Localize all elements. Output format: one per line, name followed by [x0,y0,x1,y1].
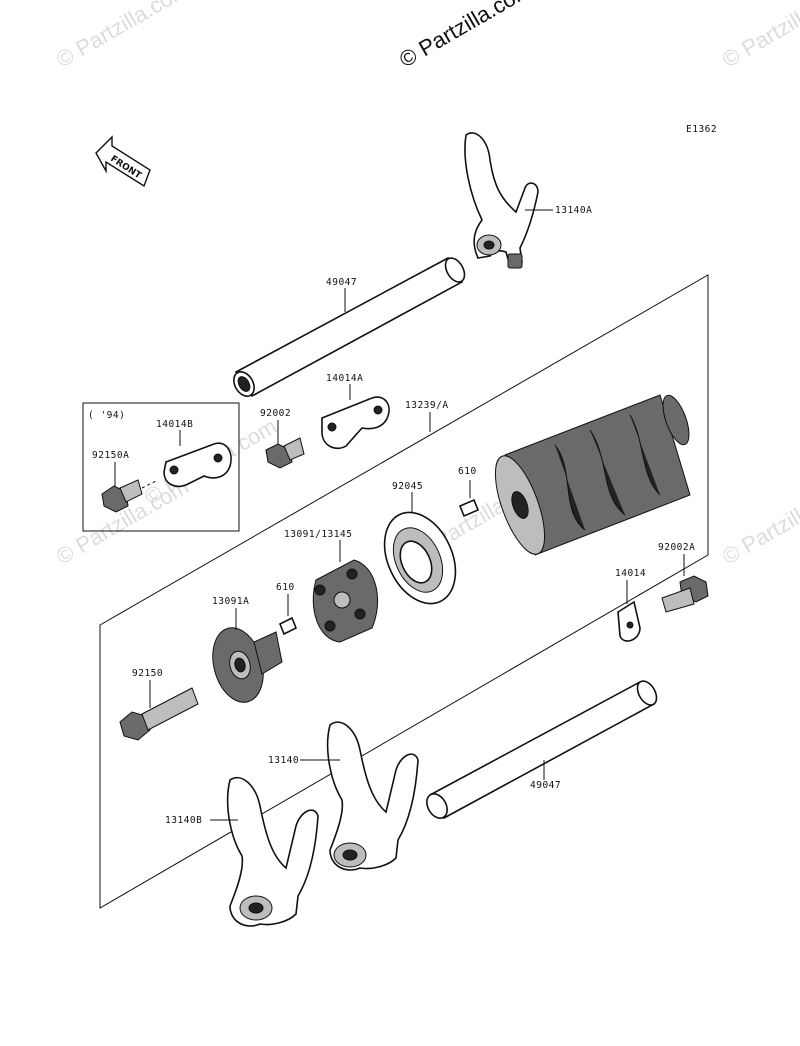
part-label-92045: 92045 [392,481,423,492]
part-label-14014a: 14014A [326,373,363,384]
part-label-49047-upper: 49047 [326,277,357,288]
pin-610-lower-drawing [278,616,298,636]
part-label-13140a: 13140A [555,205,592,216]
plate-14014-drawing [617,600,641,642]
inset-box [82,402,240,532]
front-arrow-icon: FRONT [95,135,151,188]
part-label-92150a: 92150A [92,450,129,461]
part-label-13140: 13140 [268,755,299,766]
watermark-top-left: © Partzilla.com [52,0,193,72]
part-label-92002a: 92002A [658,542,695,553]
pin-610-upper-drawing [458,498,480,518]
watermark-mid-right: © Partzilla.com [718,474,800,570]
bolt-92002-drawing [265,437,305,469]
cam-13091-13145-drawing [312,559,379,643]
part-label-13091-13145: 13091/13145 [284,529,352,540]
part-label-92150: 92150 [132,668,163,679]
cam-13091a-drawing [212,627,283,703]
diagram-code: E1362 [686,124,717,135]
plate-14014a-drawing [321,396,390,450]
watermark-top-right: © Partzilla.com [718,0,800,72]
assembly-frame [99,274,709,909]
shift-fork-13140b-drawing [226,777,319,927]
copyright-text: © Partzilla.com [395,0,536,72]
part-label-14014b: 14014B [156,419,193,430]
part-label-610-lower: 610 [276,582,295,593]
shift-fork-13140a-drawing [464,132,539,269]
plate-14014b-drawing [163,442,232,488]
part-label-14014: 14014 [615,568,646,579]
part-label-92002: 92002 [260,408,291,419]
shift-rod-lower-drawing [426,680,658,820]
shift-rod-upper-drawing [233,256,466,398]
part-label-610-upper: 610 [458,466,477,477]
bolt-92150-drawing [119,687,199,741]
shift-fork-13140-drawing [326,721,419,871]
inset-label: ( '94) [88,410,125,421]
bolt-92150a-drawing [101,479,159,513]
part-label-13239a: 13239/A [405,400,449,411]
shift-drum-drawing [494,394,691,556]
part-label-49047-lower: 49047 [530,780,561,791]
bearing-92045-drawing [383,511,457,605]
bolt-92002a-drawing [661,575,709,613]
part-label-13091a: 13091A [212,596,249,607]
part-label-13140b: 13140B [165,815,202,826]
